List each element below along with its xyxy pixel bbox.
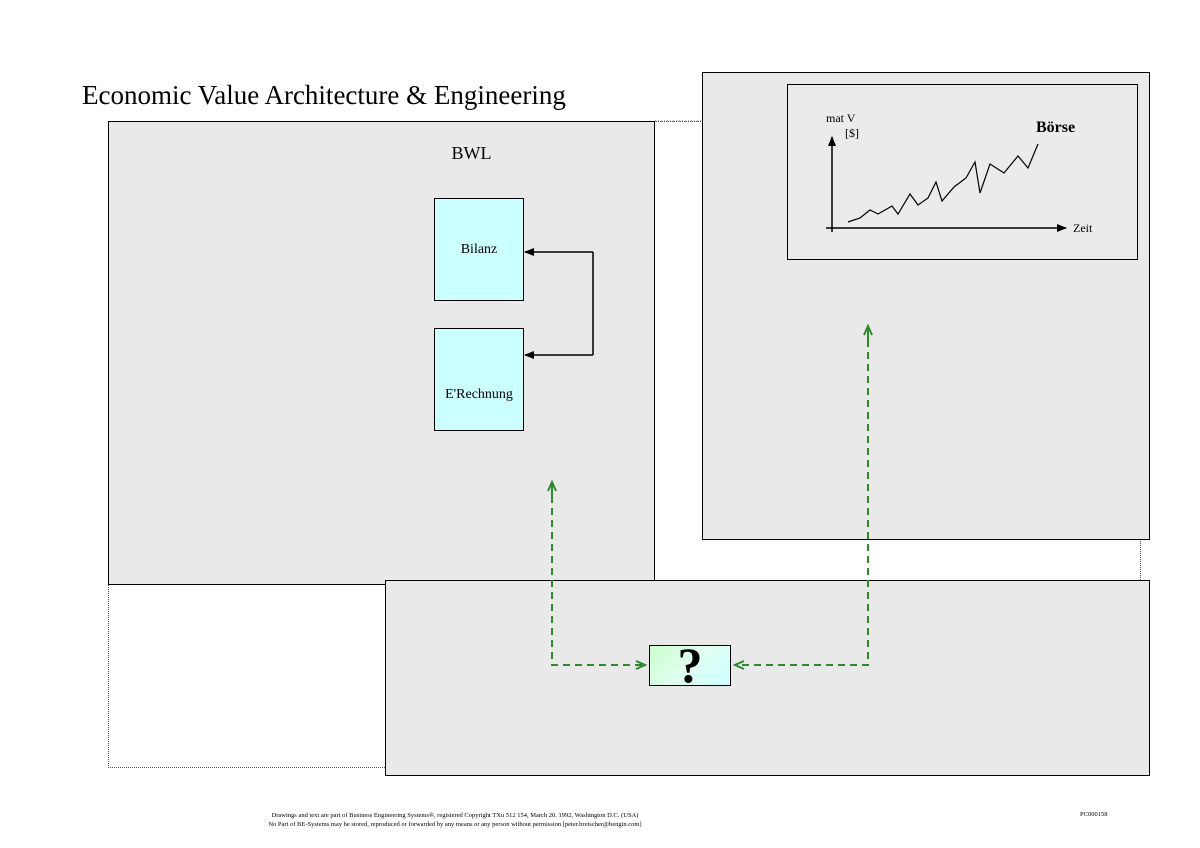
page-title: Economic Value Architecture & Engineerin… bbox=[82, 80, 566, 110]
dashed-arrow-market bbox=[735, 328, 869, 665]
chart-y-label-2: [$] bbox=[845, 126, 859, 140]
question-mark: ? bbox=[677, 636, 703, 693]
bwl-panel bbox=[108, 121, 655, 585]
copyright-footer: Drawings and text are part of Business E… bbox=[180, 811, 730, 829]
market-chart-box bbox=[787, 84, 1138, 260]
chart-series-line bbox=[847, 143, 1039, 223]
footer-line-1: Drawings and text are part of Business E… bbox=[271, 812, 639, 819]
bridge-panel bbox=[385, 580, 1150, 776]
erechnung-box: E'Rechnung bbox=[434, 328, 524, 431]
document-code: PC000158 bbox=[1080, 811, 1108, 818]
footer-line-2: No Part of BE-Systems may be stored, rep… bbox=[268, 821, 642, 828]
bilanz-label: Bilanz bbox=[460, 241, 498, 257]
question-box: ? bbox=[649, 640, 731, 690]
chart-title: Börse bbox=[1036, 119, 1075, 136]
erechnung-label: E'Rechnung bbox=[445, 386, 513, 402]
chart-x-label: Zeit bbox=[1073, 221, 1093, 235]
dashed-arrow-bwl bbox=[551, 484, 645, 665]
chart-y-label-1: mat V bbox=[826, 111, 856, 125]
bwl-label: BWL bbox=[451, 143, 492, 163]
bilanz-box: Bilanz bbox=[434, 198, 524, 301]
